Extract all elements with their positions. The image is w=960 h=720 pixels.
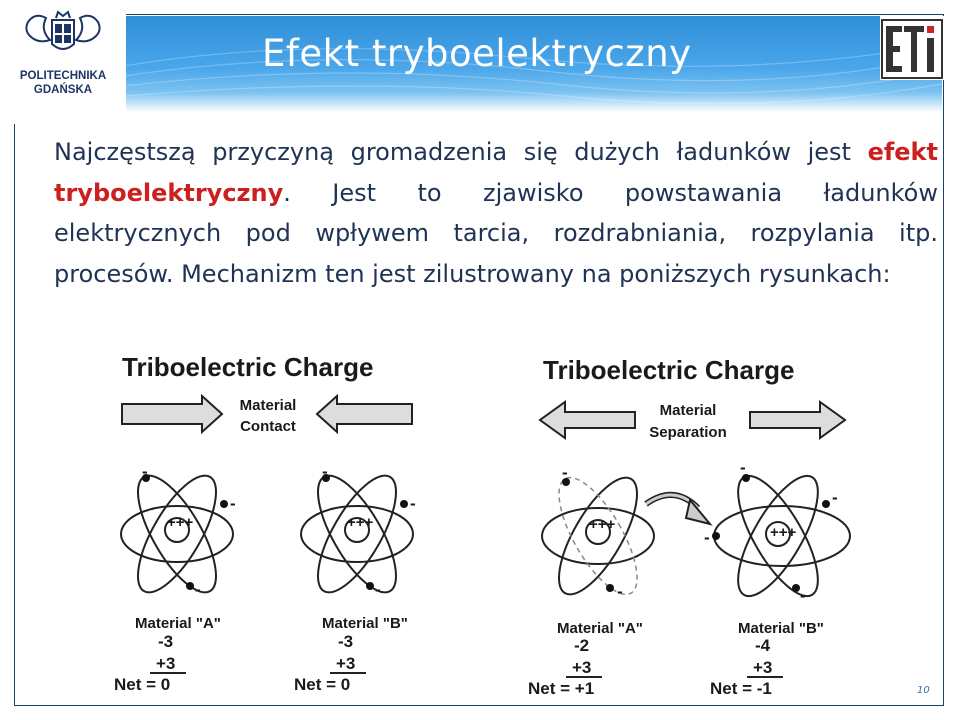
contact-a-sum-line [150, 672, 186, 674]
separation-label-1: Material [659, 402, 717, 419]
electron-b2-separation: - [832, 488, 838, 507]
paragraph-part2: . Jest to zjawisko powstawania ładunków … [54, 178, 938, 288]
atom-b-contact [300, 474, 414, 594]
electron-b2-contact: - [410, 494, 416, 513]
nucleus-a-separation: +++ [589, 516, 616, 533]
electron-a1-contact: - [142, 462, 148, 481]
slide-frame [14, 14, 944, 706]
atom-b-separation [712, 474, 851, 598]
page-number: 10 [917, 685, 930, 696]
university-name-line1: POLITECHNIKA [19, 70, 107, 82]
electron-a3-contact: - [195, 580, 201, 599]
electron-a2-contact: - [230, 494, 236, 513]
separation-b-sum-line [747, 676, 783, 678]
electron-b4-separation: - [800, 586, 806, 605]
electron-b3-separation: - [704, 528, 710, 547]
contact-material-b-charge: -3 [338, 632, 354, 651]
contact-material-b-label: Material "B" [322, 615, 408, 632]
body-paragraph: Najczęstszą przyczyną gromadzenia się du… [54, 132, 938, 294]
separation-material-b-net: Net = -1 [710, 679, 772, 698]
electron-b1-contact: - [322, 462, 328, 481]
highlight-term: efekt tryboelektryczny [54, 138, 938, 207]
nucleus-b-contact: +++ [347, 514, 374, 531]
crest-icon [25, 10, 101, 50]
banner-decoration [124, 43, 942, 105]
contact-material-a-protons: +3 [156, 654, 176, 673]
contact-arrows [121, 393, 413, 435]
slide-title: Efekt tryboelektryczny [262, 32, 692, 75]
contact-figure-title: Triboelectric Charge [122, 352, 374, 382]
contact-material-b-protons: +3 [336, 654, 356, 673]
separation-a-sum-line [566, 676, 602, 678]
eti-logo-mark [880, 18, 944, 80]
separation-arrows [538, 400, 847, 440]
contact-label-2: Contact [240, 418, 296, 435]
nucleus-a-contact: +++ [167, 514, 194, 531]
electron-b3-contact: - [375, 580, 381, 599]
contact-b-sum-line [330, 672, 366, 674]
separation-material-b-label: Material "B" [738, 620, 824, 637]
university-name-line2: GDAŃSKA [33, 84, 93, 96]
title-banner [124, 16, 942, 112]
electron-a2-separation: - [617, 582, 623, 601]
paragraph-part1: Najczęstszą przyczyną gromadzenia się du… [54, 138, 868, 166]
nucleus-b-separation: +++ [770, 524, 797, 541]
separation-material-a-label: Material "A" [557, 620, 643, 637]
politechnika-gdanska-logo: POLITECHNIKA GDAŃSKA [0, 0, 126, 124]
separation-material-a-net: Net = +1 [528, 679, 595, 698]
electron-a1-separation: - [562, 463, 568, 482]
atom-a-separation [541, 476, 655, 596]
contact-material-a-charge: -3 [158, 632, 174, 651]
separation-material-a-protons: +3 [572, 658, 592, 677]
contact-material-a-net: Net = 0 [114, 675, 171, 694]
electron-transfer-arrow [644, 492, 713, 526]
eti-logo [880, 16, 944, 80]
separation-figure-title: Triboelectric Charge [543, 355, 795, 385]
contact-label-1: Material [239, 397, 297, 414]
atom-a-contact [120, 474, 234, 594]
contact-material-a-label: Material "A" [135, 615, 221, 632]
separation-material-b-charge: -4 [755, 636, 771, 655]
contact-material-b-net: Net = 0 [294, 675, 351, 694]
separation-material-a-charge: -2 [574, 636, 590, 655]
electron-b1-separation: - [740, 458, 746, 477]
separation-material-b-protons: +3 [753, 658, 773, 677]
separation-label-2: Separation [649, 424, 727, 441]
